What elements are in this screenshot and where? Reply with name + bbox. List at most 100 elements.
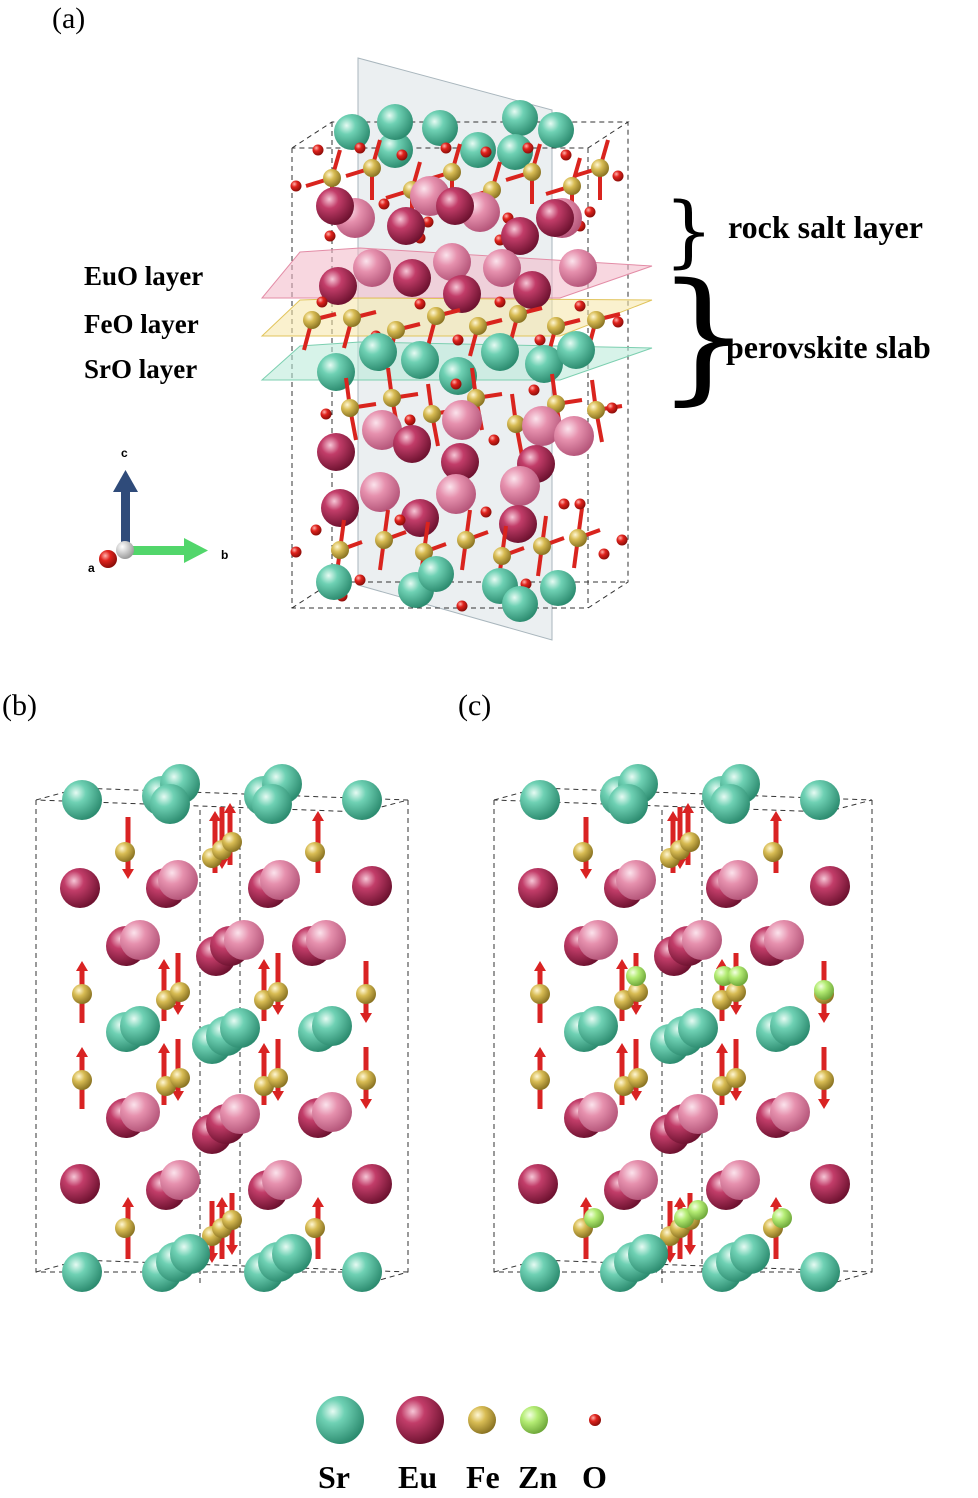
- eu-atom: [387, 207, 425, 245]
- eu-atom: [353, 249, 391, 287]
- spin-arrowhead: [76, 961, 88, 971]
- zn-atom: [626, 966, 646, 986]
- spin-arrowhead: [258, 1043, 270, 1053]
- eu-atom: [436, 474, 476, 514]
- eu-atom: [682, 920, 722, 960]
- o-atom: [534, 334, 546, 346]
- eu-atom: [770, 1092, 810, 1132]
- o-atom: [378, 198, 390, 210]
- fe-atom: [72, 1070, 92, 1090]
- fe-atom: [427, 307, 445, 325]
- eu-atom: [436, 187, 474, 225]
- fe-atom: [268, 982, 288, 1002]
- fe-atom: [423, 405, 441, 423]
- spin-arrowhead: [534, 1047, 546, 1057]
- eu-atom: [260, 860, 300, 900]
- eu-atom: [720, 1160, 760, 1200]
- o-atom: [290, 546, 302, 558]
- eu-atom: [60, 868, 100, 908]
- eu-atom: [120, 1092, 160, 1132]
- sr-atom: [525, 345, 563, 383]
- axis-triad: c b a: [88, 446, 228, 575]
- o-atom: [560, 149, 572, 161]
- eu-atom: [220, 1094, 260, 1134]
- sr-atom: [557, 331, 595, 369]
- rock-salt-brace: }: [664, 187, 714, 277]
- o-atom: [440, 142, 452, 154]
- axis-a-arrowhead: [99, 550, 117, 568]
- o-atom: [310, 524, 322, 536]
- sr-atom: [540, 570, 576, 606]
- spin-arrowhead: [360, 1013, 372, 1023]
- fe-atom: [573, 842, 593, 862]
- spin-arrowhead: [630, 1005, 642, 1015]
- spin-arrowhead: [216, 1197, 228, 1207]
- eu-atom: [352, 866, 392, 906]
- eu-atom: [306, 920, 346, 960]
- sr-atom: [220, 1008, 260, 1048]
- axis-origin: [116, 541, 134, 559]
- perovskite-label: perovskite slab: [726, 329, 931, 365]
- fe-atom: [628, 1068, 648, 1088]
- sr-atom: [538, 112, 574, 148]
- zn-atom: [728, 966, 748, 986]
- o-atom: [422, 216, 434, 228]
- fe-atom: [680, 832, 700, 852]
- fe-atom: [170, 982, 190, 1002]
- eu-atom: [678, 1094, 718, 1134]
- spin-arrowhead: [682, 803, 694, 813]
- fe-atom: [303, 311, 321, 329]
- fe-atom: [343, 309, 361, 327]
- sr-atom: [800, 780, 840, 820]
- spin-arrowhead: [674, 1197, 686, 1207]
- panel-b-label: (b): [2, 689, 37, 722]
- fe-atom: [591, 159, 609, 177]
- legend-item-eu: Eu: [396, 1396, 444, 1495]
- sr-atom: [481, 333, 519, 371]
- eu-atom: [618, 1160, 658, 1200]
- fe-atom: [222, 1210, 242, 1230]
- fe-atom: [814, 1070, 834, 1090]
- sr-atom: [401, 341, 439, 379]
- spin-arrowhead: [312, 811, 324, 821]
- atoms-panel-b: [60, 764, 392, 1292]
- fe-atom: [115, 1218, 135, 1238]
- o-atom: [528, 384, 540, 396]
- eu-atom: [316, 187, 354, 225]
- o-atom: [456, 600, 468, 612]
- fe-atom: [628, 982, 648, 1002]
- spin-arrowhead: [209, 811, 221, 821]
- eu-atom: [518, 1164, 558, 1204]
- sr-atom: [460, 132, 496, 168]
- eu-atom: [224, 920, 264, 960]
- spin-arrowhead: [580, 869, 592, 879]
- o-atom: [522, 142, 534, 154]
- o-atom: [598, 548, 610, 560]
- spin-arrowhead: [76, 1047, 88, 1057]
- o-atom: [290, 180, 302, 192]
- o-atom: [312, 144, 324, 156]
- eu-atom: [120, 920, 160, 960]
- sr-atom: [150, 784, 190, 824]
- fe-atom: [469, 317, 487, 335]
- eu-atom: [360, 472, 400, 512]
- o-atom: [394, 514, 406, 526]
- fe-atom: [726, 982, 746, 1002]
- fe-atom: [457, 531, 475, 549]
- spin-arrowhead: [312, 1197, 324, 1207]
- spin-arrowhead: [730, 1005, 742, 1015]
- zn-atom: [814, 980, 834, 1000]
- eu-atom: [810, 866, 850, 906]
- eu-atom: [578, 1092, 618, 1132]
- fe-atom: [323, 169, 341, 187]
- fe-atom: [493, 547, 511, 565]
- eu-atom: [442, 400, 482, 440]
- fe-atom: [547, 317, 565, 335]
- fe-atom: [530, 1070, 550, 1090]
- spin-arrowhead: [272, 1091, 284, 1101]
- spin-arrowhead: [122, 869, 134, 879]
- sr-atom: [120, 1006, 160, 1046]
- o-atom: [452, 334, 464, 346]
- eu-atom: [513, 271, 551, 309]
